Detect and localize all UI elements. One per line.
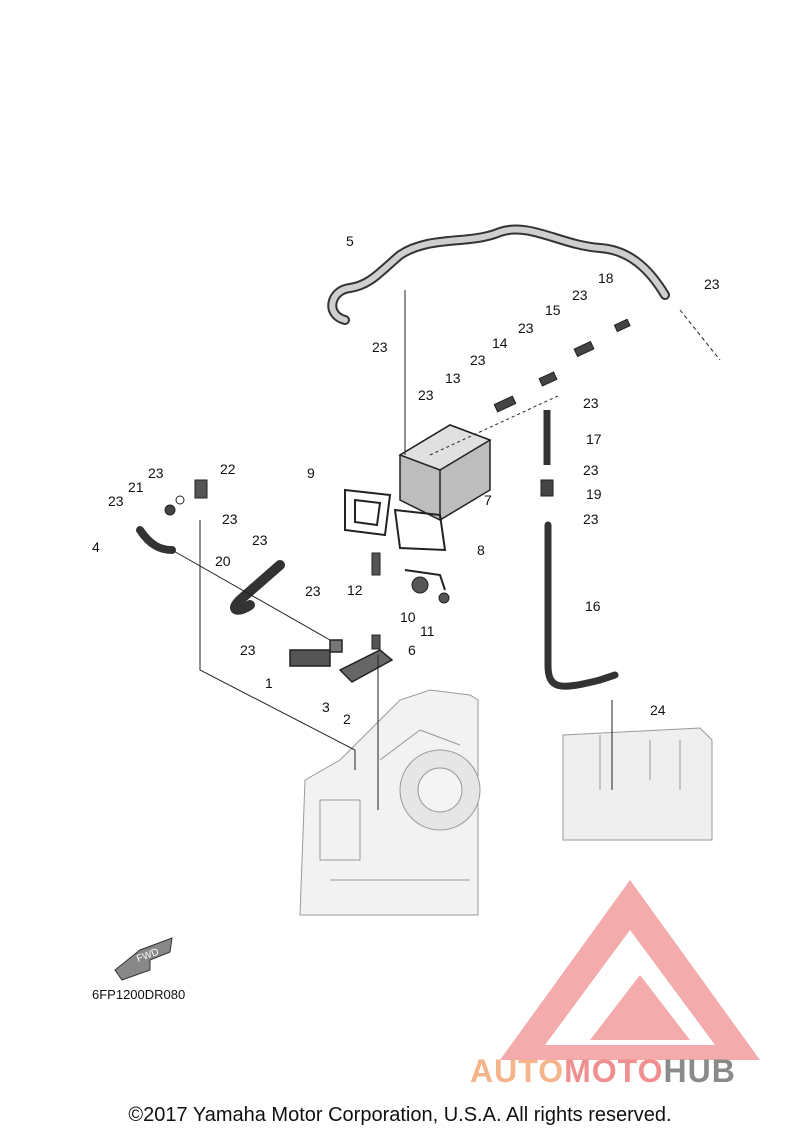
callout: 14 [492,335,508,351]
bracket-8 [393,508,447,591]
callout: 23 [518,320,534,336]
callout: 12 [347,582,363,598]
callout: 23 [222,511,238,527]
callout: 2 [343,711,351,727]
watermark-logo [500,880,760,1060]
callout: 10 [400,609,416,625]
callout: 23 [148,465,164,481]
callout: 23 [372,339,388,355]
callout: 22 [220,461,236,477]
callout: 23 [305,583,321,599]
watermark-brand: AUTOMOTOHUB [470,1053,736,1090]
callout: 4 [92,539,100,555]
callout: 21 [128,479,144,495]
engine-block-right [562,727,713,841]
callout: 23 [583,462,599,478]
callout: 9 [307,465,315,481]
callout: 18 [598,270,614,286]
callout: 6 [408,642,416,658]
callout-labels: 5 23 23 18 23 15 23 14 23 13 23 23 17 23… [92,233,720,727]
callout: 19 [586,486,602,502]
copyright-text: ©2017 Yamaha Motor Corporation, U.S.A. A… [128,1104,672,1126]
brand-moto: MOTO [564,1053,664,1089]
valve-1 [289,639,343,667]
callout: 16 [585,598,601,614]
brand-hub: HUB [663,1053,736,1089]
engine-block-left [299,689,481,916]
callout: 15 [545,302,561,318]
callout: 8 [477,542,485,558]
callout: 1 [265,675,273,691]
callout: 23 [572,287,588,303]
callout: 3 [322,699,330,715]
bracket-9 [344,488,392,537]
brand-auto: AUTO [470,1053,565,1089]
callout: 23 [252,532,268,548]
bracket-3 [338,649,394,683]
small-fittings [164,318,631,650]
hose-5 [327,224,670,325]
callout: 23 [583,395,599,411]
hose-4 [136,526,176,554]
fwd-arrow-icon: FWD [114,937,173,981]
callout: 24 [650,702,666,718]
callout: 23 [583,511,599,527]
callout: 11 [420,623,435,639]
callout: 23 [704,276,720,292]
callout: 5 [346,233,354,249]
part-code: 6FP1200DR080 [92,987,186,1002]
hose-16 [544,521,619,690]
callout: 23 [470,352,486,368]
callout: 23 [418,387,434,403]
callout: 23 [108,493,124,509]
callout: 23 [240,642,256,658]
canister-7 [398,424,492,521]
callout: 17 [586,431,602,447]
leader-lines [171,290,721,810]
callout: 13 [445,370,461,386]
callout: 20 [215,553,231,569]
hose-20 [230,560,285,615]
callout: 7 [484,492,492,508]
